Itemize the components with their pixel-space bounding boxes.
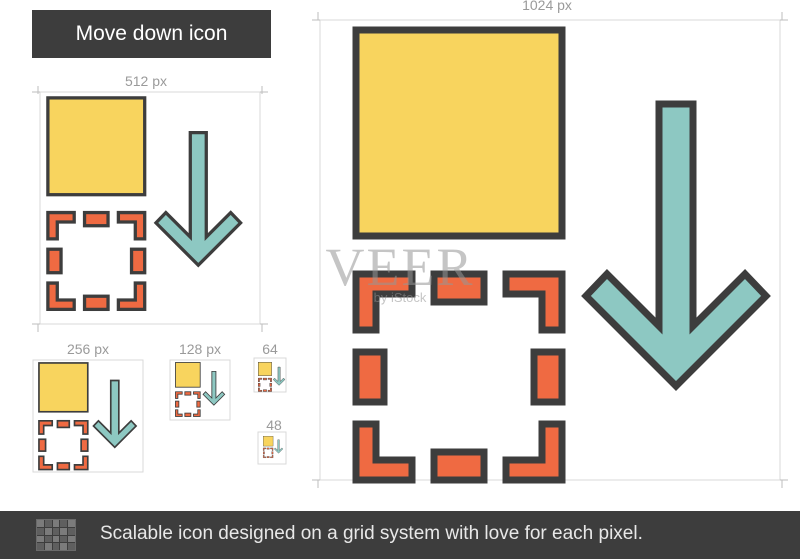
size-label-128: 128 px [178, 341, 222, 357]
size-label-48: 48 [266, 417, 282, 433]
size-label-64: 64 [262, 341, 278, 357]
icon-48 [263, 436, 284, 458]
title-badge: Move down icon [32, 10, 271, 58]
icon-512 [46, 96, 243, 312]
icon-256 [38, 362, 137, 471]
watermark-sub: by iStock [373, 290, 427, 305]
watermark: VEER by iStock [320, 240, 480, 305]
icon-128 [175, 362, 226, 417]
grid-icon [36, 519, 76, 551]
icon-artwork [32, 12, 788, 488]
size-label-1024: 1024 px [522, 0, 572, 13]
footer-bar: Scalable icon designed on a grid system … [0, 511, 800, 559]
size-label-256: 256 px [66, 341, 110, 357]
icon-64 [258, 362, 286, 392]
title-text: Move down icon [75, 22, 228, 45]
size-label-512: 512 px [124, 73, 168, 89]
grid-corner-marks [32, 12, 788, 488]
watermark-brand: VEER [325, 237, 475, 297]
footer-text: Scalable icon designed on a grid system … [100, 523, 643, 544]
